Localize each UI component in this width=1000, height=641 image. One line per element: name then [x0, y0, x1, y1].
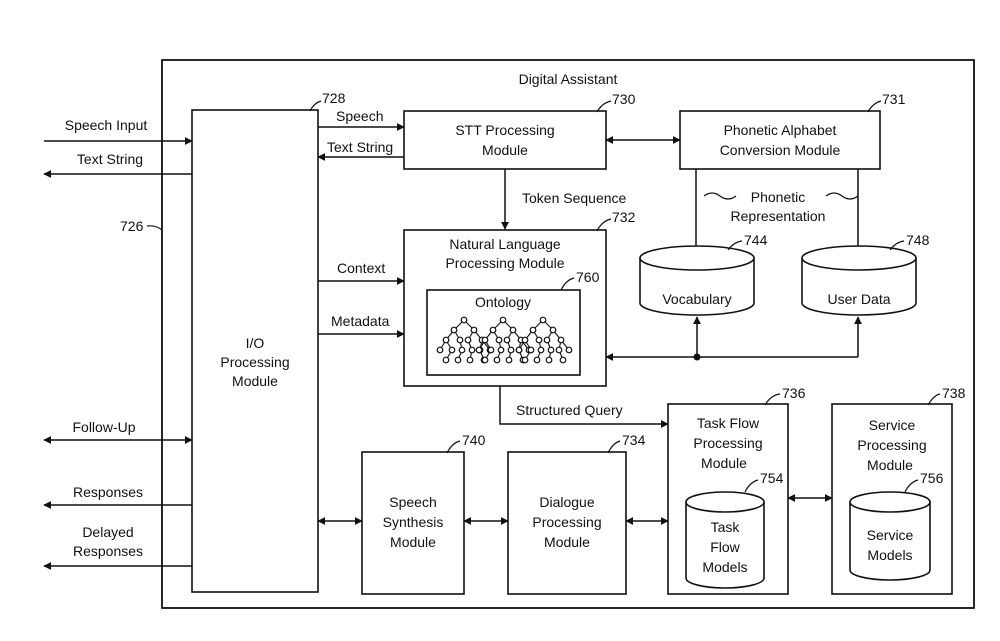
ref-726: 726	[120, 218, 144, 234]
phonetic-representation-label-line1: Phonetic	[751, 189, 805, 205]
phonetic-squiggle-right	[825, 192, 859, 200]
service-module-label-line2: Processing	[857, 437, 926, 453]
task-flow-module-label-line1: Task Flow	[697, 415, 760, 431]
ref-730-leader	[596, 100, 612, 113]
speech-synthesis-label-line2: Synthesis	[383, 514, 444, 530]
ref-738-leader	[927, 393, 941, 406]
io-module-label-line3: Module	[232, 373, 278, 389]
responses-label: Responses	[73, 484, 143, 500]
ref-760-leader	[560, 277, 575, 291]
ref-748-leader	[889, 240, 905, 251]
ref-728-leader	[309, 100, 322, 112]
ref-760: 760	[576, 269, 600, 285]
speech-synthesis-module	[361, 451, 465, 595]
token-sequence-label: Token Sequence	[522, 190, 627, 206]
vocabulary-database	[639, 245, 755, 316]
ref-734-leader	[607, 440, 621, 454]
ref-756-leader	[904, 479, 919, 493]
ontology-label: Ontology	[475, 294, 531, 310]
text-string-flow-label: Text String	[327, 139, 393, 155]
structured-query-arrow	[499, 386, 669, 428]
dialogue-label-line3: Module	[544, 534, 590, 550]
phonetic-representation-label-line2: Representation	[731, 208, 826, 224]
task-flow-models-database	[685, 491, 765, 589]
task-flow-models-label-line1: Task	[711, 519, 741, 535]
metadata-label: Metadata	[331, 313, 390, 329]
ref-740: 740	[462, 432, 486, 448]
service-models-label-line2: Models	[867, 547, 912, 563]
structured-query-label: Structured Query	[516, 402, 623, 418]
task-flow-module-label-line3: Module	[701, 455, 747, 471]
ref-732-leader	[596, 218, 612, 232]
phonetic-module-label-line1: Phonetic Alphabet	[724, 122, 837, 138]
ref-734: 734	[622, 432, 646, 448]
service-models-label-line1: Service	[867, 527, 914, 543]
digital-assistant-title: Digital Assistant	[519, 71, 618, 87]
ontology-graph	[436, 316, 573, 364]
ref-748: 748	[906, 232, 930, 248]
nlp-module-label-line1: Natural Language	[449, 236, 561, 252]
stt-processing-module	[403, 110, 607, 170]
bus-junction-dot	[693, 353, 701, 361]
phonetic-module-label-line2: Conversion Module	[720, 142, 841, 158]
task-flow-module-label-line2: Processing	[693, 435, 762, 451]
ref-740-leader	[446, 440, 461, 454]
vocabulary-label: Vocabulary	[662, 291, 731, 307]
io-module-label-line1: I/O	[246, 335, 265, 351]
ref-738: 738	[942, 385, 966, 401]
task-flow-models-label-line2: Flow	[710, 539, 740, 555]
speech-flow-label: Speech	[336, 108, 383, 124]
stt-module-label-line2: Module	[482, 142, 528, 158]
ref-728: 728	[322, 90, 346, 106]
user-data-label: User Data	[827, 291, 890, 307]
ref-731: 731	[882, 91, 906, 107]
service-module-label-line3: Module	[867, 457, 913, 473]
context-label: Context	[337, 260, 385, 276]
speech-input-label: Speech Input	[65, 117, 148, 133]
ref-730: 730	[612, 91, 636, 107]
service-module-label-line1: Service	[869, 417, 916, 433]
io-module-label-line2: Processing	[220, 354, 289, 370]
task-flow-models-label-line3: Models	[702, 559, 747, 575]
ref-736-leader	[764, 393, 781, 406]
digital-assistant-frame	[161, 59, 975, 609]
stt-module-label-line1: STT Processing	[455, 122, 554, 138]
ref-732: 732	[612, 209, 636, 225]
service-models-database	[849, 491, 931, 581]
delayed-responses-label-line2: Responses	[73, 543, 143, 559]
ref-726-leader	[146, 225, 163, 231]
phonetic-alphabet-conversion-module	[679, 110, 881, 170]
ref-754-leader	[744, 479, 759, 493]
ref-744: 744	[744, 232, 768, 248]
speech-synthesis-label-line3: Module	[390, 534, 436, 550]
delayed-responses-label-line1: Delayed	[82, 524, 133, 540]
text-string-output-label: Text String	[77, 151, 143, 167]
ref-744-leader	[727, 240, 743, 251]
follow-up-label: Follow-Up	[72, 419, 135, 435]
ref-756: 756	[920, 470, 944, 486]
user-data-database	[801, 245, 917, 316]
ref-754: 754	[760, 470, 784, 486]
ref-736: 736	[782, 385, 806, 401]
io-processing-module	[191, 109, 319, 593]
phonetic-squiggle-left	[703, 192, 737, 200]
nlp-module-label-line2: Processing Module	[445, 255, 564, 271]
dialogue-label-line1: Dialogue	[539, 494, 594, 510]
dialogue-label-line2: Processing	[532, 514, 601, 530]
speech-synthesis-label-line1: Speech	[389, 494, 436, 510]
ref-731-leader	[867, 100, 882, 113]
